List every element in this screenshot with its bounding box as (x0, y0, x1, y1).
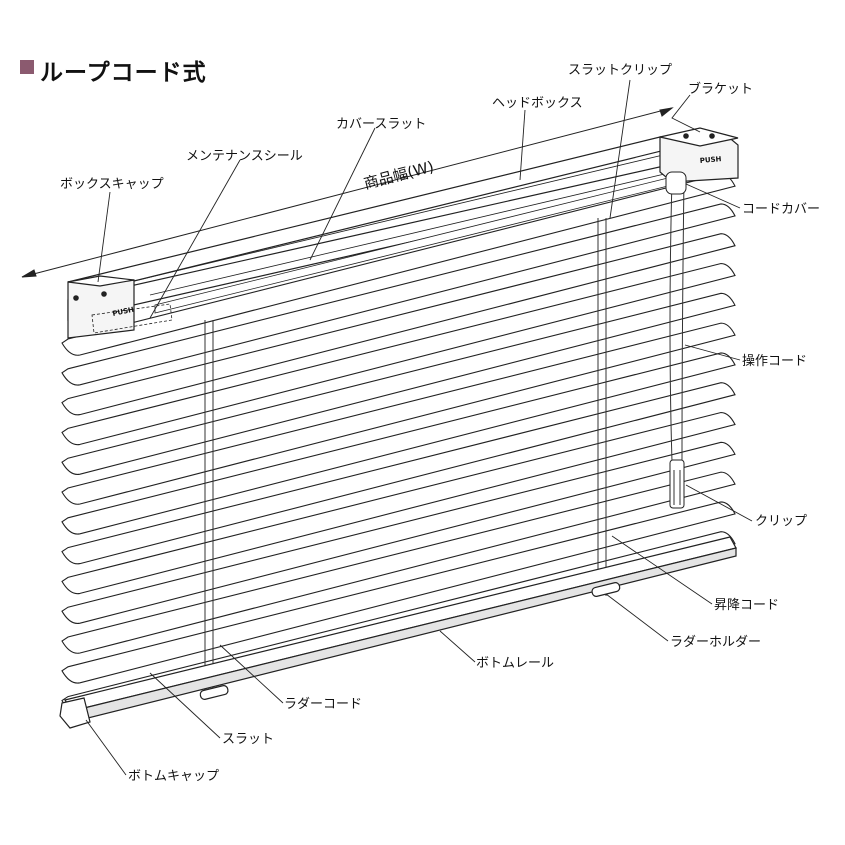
leader-slat (149, 672, 221, 739)
title-bullet (20, 60, 34, 74)
leader-lift-cord (611, 535, 713, 605)
leader-cord-cover (685, 183, 741, 209)
label-lift-cord: 昇降コード (714, 598, 779, 613)
label-slat-clip: スラットクリップ (568, 63, 672, 78)
label-cord-cover: コードカバー (742, 202, 820, 217)
diagram-title: ループコード式 (40, 60, 207, 86)
head-box (67, 127, 739, 339)
bottom-rail-front (71, 547, 737, 723)
leader-bracket (671, 94, 701, 133)
slat (61, 322, 736, 505)
leader-cover-slat (309, 127, 376, 261)
label-bottom-rail: ボトムレール (476, 656, 554, 671)
leader-ladder-holder (605, 593, 669, 642)
label-bracket: ブラケット (688, 81, 753, 97)
maintenance-seal (91, 303, 173, 334)
label-cover-slat: カバースラット (336, 117, 426, 132)
leader-head-box (519, 109, 526, 181)
label-head-box: ヘッドボックス (492, 96, 583, 111)
width-dimension (21, 107, 674, 278)
slat (61, 203, 736, 386)
clip (669, 459, 685, 509)
label-maintenance-seal: メンテナンスシール (186, 149, 303, 164)
bottom-cap (59, 697, 91, 729)
slat (61, 411, 736, 595)
width-label: 商品幅(W) (362, 157, 436, 192)
label-ladder-cord: ラダーコード (284, 697, 362, 712)
leader-slat-clip (609, 79, 631, 219)
ladder-holder-left (199, 685, 229, 700)
push-label-right: PUSH (699, 155, 721, 165)
slat (61, 292, 736, 475)
slat (61, 352, 736, 535)
leader-bottom-cap (85, 719, 127, 776)
label-operating-cord: 操作コード (742, 353, 807, 369)
leader-operating-cord (684, 344, 741, 361)
label-slat: スラット (222, 732, 274, 747)
label-bottom-cap: ボトムキャップ (128, 769, 219, 784)
slat (61, 382, 736, 565)
leader-maintenance-seal (149, 159, 241, 319)
slat (61, 471, 736, 654)
cord-cover (665, 171, 687, 195)
slat (61, 501, 736, 684)
leader-ladder-cord (219, 644, 284, 704)
ladder-cords (204, 218, 607, 696)
leader-clip (685, 484, 753, 522)
label-ladder-holder: ラダーホルダー (670, 635, 761, 650)
leader-bottom-rail (439, 630, 476, 663)
part-labels: スラットクリップ ブラケット ヘッドボックス カバースラット メンテナンスシール… (60, 63, 820, 784)
leader-lines (85, 79, 753, 776)
label-clip: クリップ (755, 514, 807, 529)
slat (61, 262, 736, 446)
ladder-holder-right (591, 582, 621, 597)
leader-box-cap (97, 191, 111, 283)
operating-cord (665, 171, 687, 509)
bottom-rail (59, 536, 737, 729)
slat (61, 233, 736, 416)
slat (61, 441, 736, 624)
label-box-cap: ボックスキャップ (60, 177, 164, 192)
